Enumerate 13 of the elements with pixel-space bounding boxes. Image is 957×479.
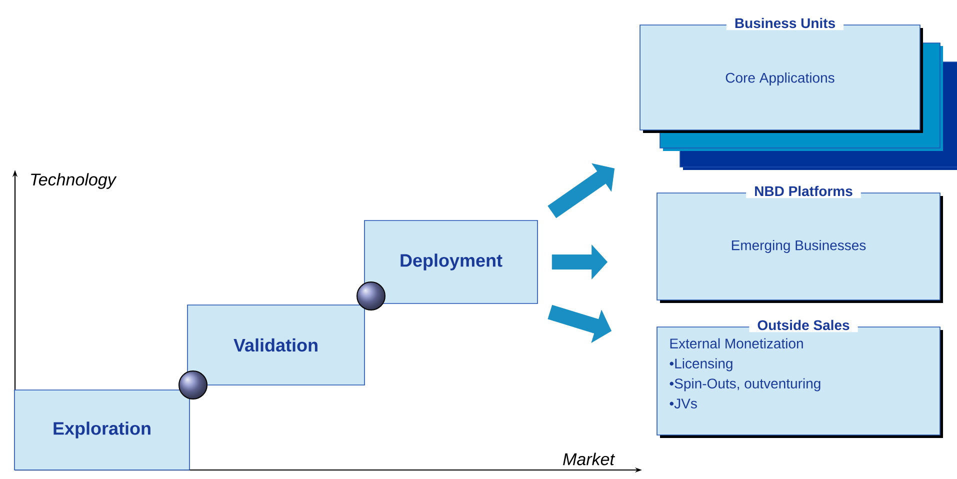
milestone-ball — [178, 370, 208, 400]
node-label: Outside Sales — [758, 320, 850, 330]
milestone-ball — [356, 282, 386, 310]
category-box: NBD Platforms Emerging Businesses — [656, 184, 944, 303]
category-box: Business Units Core Applications — [640, 16, 957, 170]
axis-label: Market — [563, 452, 616, 466]
stage-box: Validation — [187, 304, 365, 386]
stage-box: Exploration — [14, 390, 190, 470]
node-label: NBD Platforms — [755, 186, 852, 196]
axis-label: Technology — [31, 173, 117, 189]
node-label: Business Units — [735, 18, 835, 28]
category-box: Outside Sales External Monetization •Licensing •Spin-Outs, outventuring •JVs — [656, 318, 944, 438]
stage-box: Deployment — [364, 220, 538, 304]
